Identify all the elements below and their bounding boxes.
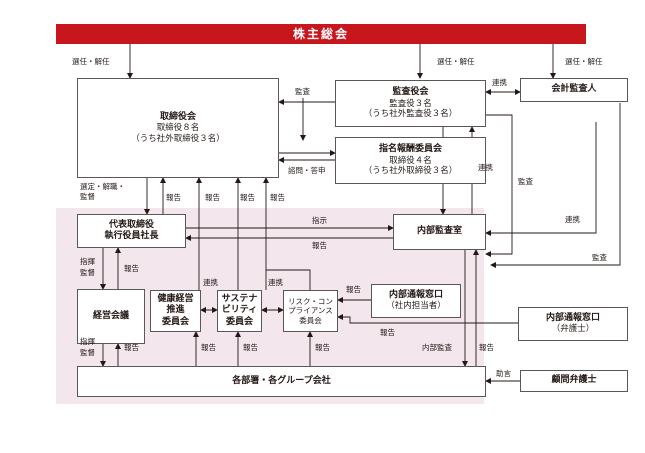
president-box: 代表取締役 執行役員社長 <box>77 214 186 248</box>
label-audit-right: 監査 <box>518 177 533 186</box>
label-appoint-1: 選定・解職・ <box>80 182 125 191</box>
label-audit-far: 監査 <box>592 253 607 262</box>
compliance-committee-line3: 委員会 <box>299 315 322 325</box>
departments-title: 各部署・各グループ会社 <box>232 375 331 386</box>
accounting-auditor-title: 会計監査人 <box>551 84 597 95</box>
label-renkei-s: 連携 <box>268 278 283 287</box>
departments-box: 各部署・各グループ会社 <box>77 366 486 397</box>
nomination-committee-line1: 取締役４名 <box>389 155 432 166</box>
internal-hotline-sub: （社内担当者） <box>386 301 446 312</box>
label-directive: 指示 <box>312 216 327 225</box>
label-internal-audit: 内部監査 <box>422 343 452 352</box>
sustainability-committee-line2: ビリティ <box>221 305 258 316</box>
label-renkei-top: 連携 <box>492 78 507 87</box>
legal-counsel-box: 顧問弁護士 <box>520 370 628 392</box>
label-elect-board: 選任・解任 <box>72 57 110 66</box>
label-report-dept: 報告 <box>479 343 494 352</box>
label-advice: 助言 <box>496 369 511 378</box>
label-command-2a: 指揮 <box>80 337 95 346</box>
label-elect-auditor: 選任・解任 <box>565 57 603 66</box>
board-line1: 取締役８名 <box>156 123 200 133</box>
audit-board-line1: 監査役３名 <box>389 98 432 109</box>
external-hotline-title: 内部通報窓口 <box>545 313 600 324</box>
label-renkei-mid-right: 連携 <box>478 163 493 172</box>
audit-board-title: 監査役会 <box>392 87 429 98</box>
health-committee-box: 健康経営 推進 委員会 <box>150 290 201 332</box>
president-line1: 代表取締役 <box>108 219 154 230</box>
label-report-ext: 報告 <box>380 328 395 337</box>
label-report-c2: 報告 <box>315 343 330 352</box>
audit-board-box: 監査役会 監査役３名 （うち社外監査役３名） <box>335 80 486 127</box>
board-title: 取締役会 <box>159 111 196 122</box>
label-command-2b: 監督 <box>80 348 95 357</box>
health-committee-line2: 推進 <box>166 305 185 316</box>
health-committee-line1: 健康経営 <box>157 294 194 305</box>
label-renkei-h: 連携 <box>203 278 218 287</box>
label-report-c: 報告 <box>240 193 255 202</box>
nomination-committee-line2: （うち社外取締役３名） <box>363 166 458 177</box>
label-command-1a: 指揮 <box>80 257 95 266</box>
label-consult: 諮問・答申 <box>288 166 326 175</box>
accounting-auditor-box: 会計監査人 <box>520 78 628 102</box>
internal-audit-box: 内部監査室 <box>393 214 486 250</box>
label-renkei-mid: 報告 <box>270 193 285 202</box>
internal-audit-title: 内部監査室 <box>416 226 462 237</box>
external-hotline-box: 内部通報窓口 （弁護士） <box>518 307 628 341</box>
label-report-h: 報告 <box>201 343 216 352</box>
label-report-a: 報告 <box>166 193 181 202</box>
label-report-ia: 報告 <box>312 241 327 250</box>
label-report-m: 報告 <box>124 343 139 352</box>
health-committee-line3: 委員会 <box>161 316 189 327</box>
president-line2: 執行役員社長 <box>104 231 159 241</box>
management-meeting-title: 経営会議 <box>92 310 129 321</box>
shareholders-meeting-banner: 株主総会 <box>56 24 586 44</box>
board-of-directors-box: 取締役会 取締役８名 （うち社外取締役３名） <box>77 78 279 178</box>
label-audit-top: 監査 <box>295 87 310 96</box>
sustainability-committee-box: サステナ ビリティ 委員会 <box>217 290 262 332</box>
internal-hotline-title: 内部通報窓口 <box>388 290 443 301</box>
legal-counsel-title: 顧問弁護士 <box>551 375 597 386</box>
label-renkei-right: 連携 <box>565 215 580 224</box>
compliance-committee-box: リスク・コン プライアンス 委員会 <box>283 290 338 332</box>
audit-board-line2: （うち社外監査役３名） <box>363 109 458 120</box>
compliance-committee-line1: リスク・コン <box>288 296 333 306</box>
label-report-b: 報告 <box>205 193 220 202</box>
board-line2: （うち社外取締役３名） <box>131 133 225 144</box>
label-report-p: 報告 <box>124 264 139 273</box>
label-appoint-2: 監督 <box>80 192 95 201</box>
nomination-committee-box: 指名報酬委員会 取締役４名 （うち社外取締役３名） <box>335 137 486 184</box>
nomination-committee-title: 指名報酬委員会 <box>378 144 442 155</box>
label-elect-audit: 選任・解任 <box>437 57 475 66</box>
label-report-s: 報告 <box>243 343 258 352</box>
management-meeting-box: 経営会議 <box>77 289 145 344</box>
compliance-committee-line2: プライアンス <box>288 306 333 316</box>
external-hotline-sub: （弁護士） <box>551 324 595 335</box>
sustainability-committee-line3: 委員会 <box>225 316 253 327</box>
sustainability-committee-line1: サステナ <box>221 294 258 305</box>
internal-hotline-box: 内部通報窓口 （社内担当者） <box>371 284 461 318</box>
label-report-hot: 報告 <box>346 285 361 294</box>
label-command-1b: 監督 <box>80 268 95 277</box>
